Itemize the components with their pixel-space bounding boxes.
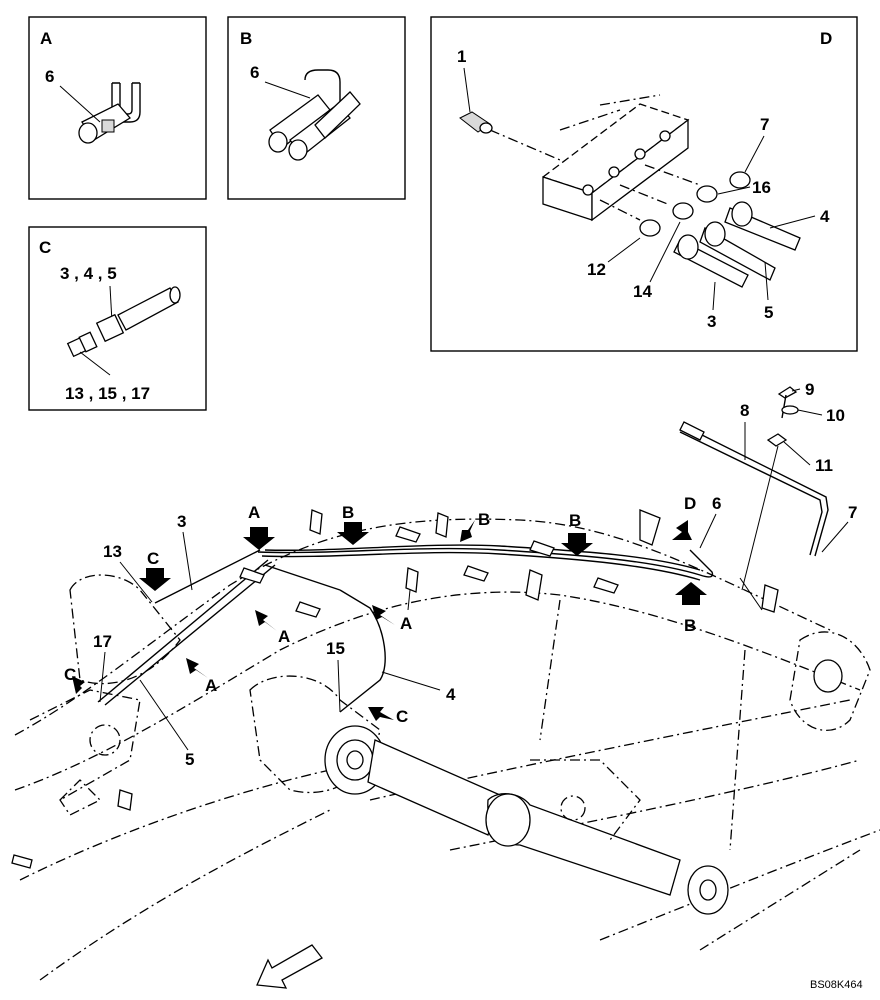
boom-clamps bbox=[11, 509, 779, 869]
detail-d-manifold-block bbox=[489, 94, 701, 222]
detail-d-part-12: 12 bbox=[587, 260, 606, 279]
arrow-letter-a-3: A bbox=[205, 676, 217, 695]
detail-c-letter: C bbox=[39, 238, 51, 257]
detail-b-part-6: 6 bbox=[250, 63, 259, 82]
hydraulic-lines bbox=[11, 386, 829, 869]
location-arrows bbox=[72, 520, 707, 721]
arrow-letter-a-2: A bbox=[278, 627, 290, 646]
front-direction-arrow bbox=[256, 944, 323, 989]
part-13-label: 13 bbox=[103, 542, 122, 561]
arrow-b-4 bbox=[675, 582, 707, 605]
arrow-letter-b-4: B bbox=[684, 616, 696, 635]
part-15-label: 15 bbox=[326, 639, 345, 658]
detail-d-part-3: 3 bbox=[707, 312, 716, 331]
part-9-label: 9 bbox=[805, 380, 814, 399]
part-8-label: 8 bbox=[740, 401, 749, 420]
arrow-b-1 bbox=[337, 522, 369, 545]
arrow-letter-b-2: B bbox=[478, 510, 490, 529]
arrow-letter-c-1: C bbox=[147, 549, 159, 568]
main-part-labels: 9 10 8 11 7 6 3 13 17 5 4 15 bbox=[93, 380, 857, 769]
detail-d-fittings bbox=[459, 111, 801, 288]
arrow-letter-d: D bbox=[684, 494, 696, 513]
detail-view-b: B 6 bbox=[227, 16, 406, 200]
arrow-c-2 bbox=[72, 676, 92, 698]
detail-d-part-7: 7 bbox=[760, 115, 769, 134]
part-10-label: 10 bbox=[826, 406, 845, 425]
detail-b-clamp bbox=[268, 69, 361, 161]
arrow-letter-c-3: C bbox=[396, 707, 408, 726]
detail-b-letter: B bbox=[240, 29, 252, 48]
detail-a-part-6: 6 bbox=[45, 67, 54, 86]
detail-a-clamp bbox=[78, 82, 141, 144]
arrow-letter-a-1: A bbox=[400, 614, 412, 633]
arrow-d bbox=[672, 520, 692, 540]
detail-d-letter: D bbox=[820, 29, 832, 48]
part-3-label: 3 bbox=[177, 512, 186, 531]
detail-d-part-14: 14 bbox=[633, 282, 652, 301]
arrow-a-2 bbox=[255, 610, 277, 631]
part-4-label: 4 bbox=[446, 685, 456, 704]
detail-d-part-1: 1 bbox=[457, 47, 466, 66]
arrow-a-1 bbox=[372, 605, 395, 625]
arrow-a-3 bbox=[186, 658, 208, 678]
part-11-label: 11 bbox=[815, 456, 833, 475]
detail-d-part-4: 4 bbox=[820, 207, 830, 226]
detail-view-c: C 3 , 4 , 5 13 , 15 , 17 bbox=[28, 226, 207, 411]
part-7-label: 7 bbox=[848, 503, 857, 522]
detail-c-fitting-label: 13 , 15 , 17 bbox=[65, 384, 150, 403]
part-6-label: 6 bbox=[712, 494, 721, 513]
detail-view-d: D bbox=[430, 16, 858, 352]
arrow-b-2 bbox=[460, 520, 475, 542]
detail-c-fitting bbox=[66, 286, 181, 358]
arrow-letters: A B B B D C A A A C C B bbox=[64, 494, 696, 726]
arrow-a-top bbox=[243, 527, 275, 550]
arrow-letter-b-3: B bbox=[569, 511, 581, 530]
arrow-b-3 bbox=[561, 533, 593, 556]
detail-view-a: A 6 bbox=[28, 16, 207, 200]
detail-d-part-5: 5 bbox=[764, 303, 773, 322]
part-17-label: 17 bbox=[93, 632, 112, 651]
drawing-ref: BS08K464 bbox=[810, 979, 863, 991]
arrow-c-1 bbox=[139, 568, 171, 591]
arrow-letter-a-top: A bbox=[248, 503, 260, 522]
detail-c-hose-label: 3 , 4 , 5 bbox=[60, 264, 117, 283]
arrow-letter-c-2: C bbox=[64, 665, 76, 684]
arrow-letter-b-1: B bbox=[342, 503, 354, 522]
detail-a-letter: A bbox=[40, 29, 52, 48]
main-view-boom bbox=[14, 518, 880, 981]
detail-d-part-16: 16 bbox=[752, 178, 771, 197]
part-5-label: 5 bbox=[185, 750, 194, 769]
arrow-c-3 bbox=[368, 707, 394, 721]
